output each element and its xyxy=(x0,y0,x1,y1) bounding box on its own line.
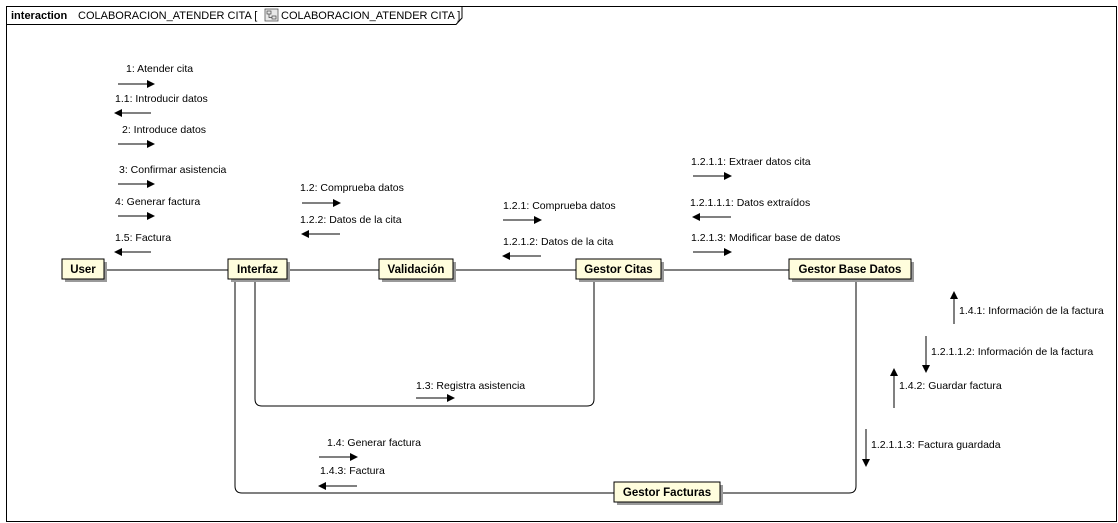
frame-name: COLABORACION_ATENDER CITA [ xyxy=(78,10,257,22)
message-1-4: 1.4: Generar factura xyxy=(319,437,421,461)
message-1-2-1-2: 1.2.1.2: Datos de la cita xyxy=(502,236,613,260)
message-1-3: 1.3: Registra asistencia xyxy=(416,380,525,402)
message-1-2-1-3: 1.2.1.3: Modificar base de datos xyxy=(691,232,840,256)
message-1-2-1-1-3: 1.2.1.1.3: Factura guardada xyxy=(862,429,1001,467)
node-gestor-citas-label: Gestor Citas xyxy=(584,264,652,276)
message-label: 1.5: Factura xyxy=(115,232,171,244)
message-1: 1: Atender cita xyxy=(118,63,193,88)
message-label: 3: Confirmar asistencia xyxy=(119,164,227,176)
message-1-2: 1.2: Comprueba datos xyxy=(300,182,404,207)
message-label: 1.2.1.1.3: Factura guardada xyxy=(871,439,1001,451)
message-1-2-1-1-1: 1.2.1.1.1: Datos extraídos xyxy=(690,197,810,221)
collaboration-diagram: interaction COLABORACION_ATENDER CITA [ … xyxy=(6,6,1117,522)
node-interfaz[interactable]: Interfaz xyxy=(227,258,290,282)
message-label: 2: Introduce datos xyxy=(122,124,206,136)
message-3: 3: Confirmar asistencia xyxy=(118,164,227,188)
node-gestor-citas[interactable]: Gestor Citas xyxy=(575,258,664,282)
node-interfaz-label: Interfaz xyxy=(237,264,278,276)
message-1-5: 1.5: Factura xyxy=(114,232,171,256)
message-label: 1.2: Comprueba datos xyxy=(300,182,404,194)
interaction-frame: interaction COLABORACION_ATENDER CITA [ … xyxy=(6,6,1117,522)
message-1-4-1: 1.4.1: Información de la factura xyxy=(950,291,1104,324)
message-4: 4: Generar factura xyxy=(115,196,200,220)
link-gestorbd-gestorfacturas xyxy=(723,281,857,494)
message-label: 1.2.2: Datos de la cita xyxy=(300,214,402,226)
frame-keyword: interaction xyxy=(11,10,68,22)
message-1-4-3: 1.4.3: Factura xyxy=(318,465,385,490)
message-1-2-1-1: 1.2.1.1: Extraer datos cita xyxy=(691,156,811,180)
message-label: 1: Atender cita xyxy=(126,63,193,75)
message-label: 1.1: Introducir datos xyxy=(115,93,208,105)
diagram-icon xyxy=(264,8,279,22)
message-label: 1.2.1.1: Extraer datos cita xyxy=(691,156,811,168)
frame-diagram-ref: COLABORACION_ATENDER CITA ] xyxy=(281,10,460,22)
message-label: 1.2.1.3: Modificar base de datos xyxy=(691,232,840,244)
node-gestor-base-datos-label: Gestor Base Datos xyxy=(799,264,902,276)
message-1-2-1: 1.2.1: Comprueba datos xyxy=(503,200,616,224)
frame-tab xyxy=(6,6,463,25)
message-1-2-1-1-2: 1.2.1.1.2: Información de la factura xyxy=(922,336,1093,373)
node-validacion[interactable]: Validación xyxy=(378,258,456,282)
node-gestor-base-datos[interactable]: Gestor Base Datos xyxy=(788,258,914,282)
message-label: 1.2.1.2: Datos de la cita xyxy=(503,236,613,248)
message-1-1: 1.1: Introducir datos xyxy=(114,93,208,117)
node-gestor-facturas[interactable]: Gestor Facturas xyxy=(613,481,723,505)
message-2: 2: Introduce datos xyxy=(118,124,206,148)
message-label: 1.2.1.1.1: Datos extraídos xyxy=(690,197,810,209)
node-user-label: User xyxy=(70,264,96,276)
node-validacion-label: Validación xyxy=(388,264,445,276)
link-interfaz-gestorfacturas xyxy=(234,281,614,494)
message-label: 1.4: Generar factura xyxy=(327,437,421,449)
message-label: 1.3: Registra asistencia xyxy=(416,380,525,392)
message-label: 4: Generar factura xyxy=(115,196,200,208)
node-user[interactable]: User xyxy=(61,258,107,282)
message-1-2-2: 1.2.2: Datos de la cita xyxy=(300,214,402,238)
message-label: 1.2.1.1.2: Información de la factura xyxy=(931,346,1093,358)
message-label: 1.4.3: Factura xyxy=(320,465,385,477)
node-gestor-facturas-label: Gestor Facturas xyxy=(623,487,711,499)
message-label: 1.4.1: Información de la factura xyxy=(959,305,1104,317)
message-label: 1.2.1: Comprueba datos xyxy=(503,200,616,212)
link-interfaz-gestorcitas xyxy=(254,281,595,407)
frame-border xyxy=(6,6,1117,522)
message-label: 1.4.2: Guardar factura xyxy=(899,380,1002,392)
message-1-4-2: 1.4.2: Guardar factura xyxy=(890,368,1002,408)
